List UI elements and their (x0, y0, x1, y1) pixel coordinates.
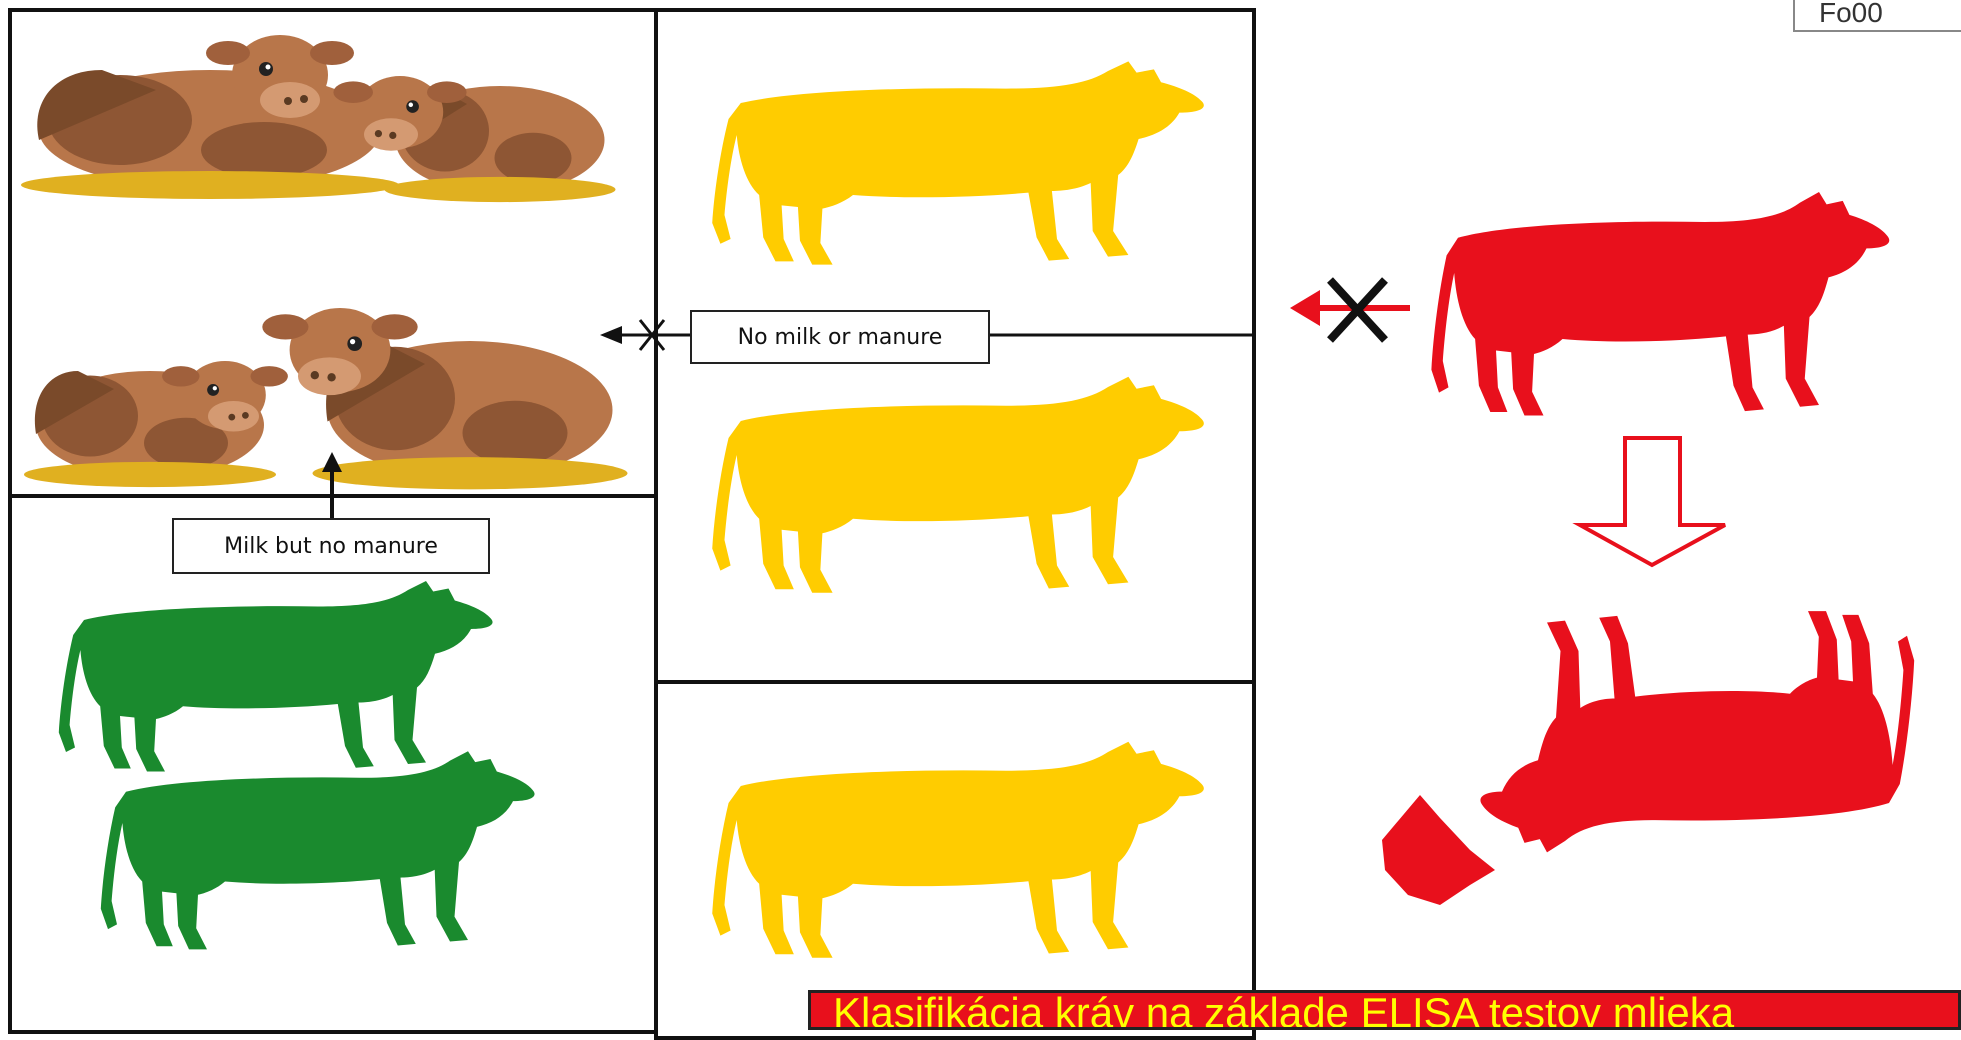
no-milk-or-manure-label: No milk or manure (690, 310, 990, 364)
blocked-red-arrow-icon (1290, 280, 1410, 340)
corner-label: Fo00 (1793, 0, 1961, 32)
yellow-cow-1 (712, 61, 1204, 264)
milk-arrow (322, 452, 342, 520)
red-cow-dead (1382, 611, 1914, 905)
figure-caption: Klasifikácia kráv na základe ELISA testo… (808, 990, 1961, 1030)
milk-but-no-manure-label: Milk but no manure (172, 518, 490, 574)
green-cow-1 (59, 581, 493, 772)
calf-pair-top (21, 35, 616, 202)
red-cow-standing (1431, 192, 1889, 416)
calf-pair-bottom (24, 308, 628, 489)
down-arrow-icon (1580, 438, 1725, 565)
yellow-cow-2 (712, 377, 1204, 593)
green-cow-2 (101, 751, 535, 949)
yellow-cow-3 (712, 742, 1204, 958)
red-cow-head (1382, 795, 1495, 905)
